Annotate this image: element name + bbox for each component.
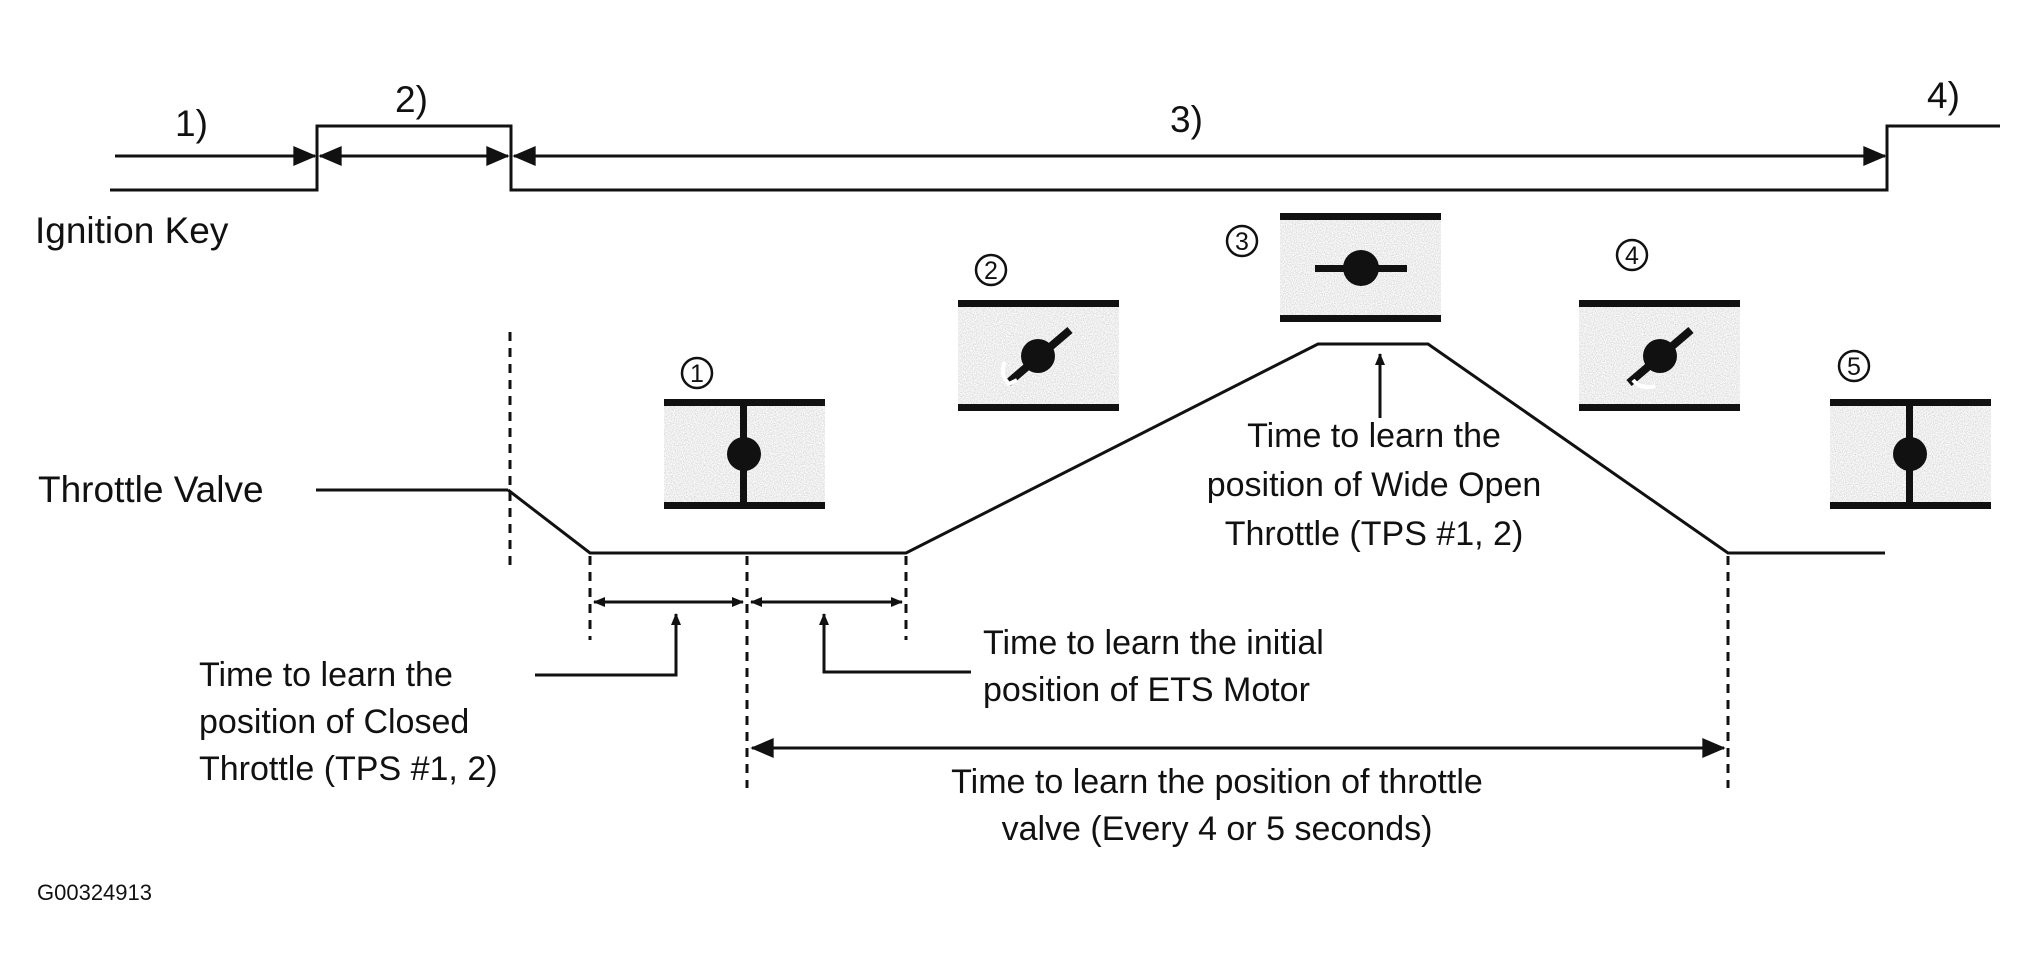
position-3-number: 3 [1235,228,1249,256]
closed-throttle-text-line-2: position of Closed [199,703,469,741]
throttle-valve-signal: Throttle Valve [38,332,1885,788]
throttle-valve-interval-text-line-2: valve (Every 4 or 5 seconds) [1002,810,1433,848]
position-1-number: 1 [690,360,704,388]
ignition-key-label: Ignition Key [35,210,229,251]
position-3-marker [1225,224,1259,258]
interval-arrows [535,353,1726,758]
ets-motor-text-line-2: position of ETS Motor [983,671,1310,709]
position-2-number: 2 [984,257,998,285]
throttle-waveform [507,342,1885,555]
position-5-marker [1837,349,1871,383]
throttle-closing-icon-4: 4 [1579,238,1740,411]
closed-throttle-text-line-1: Time to learn the [199,656,453,694]
position-5-number: 5 [1847,353,1861,381]
annotations: Time to learn the position of Closed Thr… [37,417,1541,905]
ets-motor-text-line-1: Time to learn the initial [983,624,1324,662]
ets-motor-pointer [819,613,971,674]
closed-throttle-pointer [535,613,681,677]
throttle-valve-label: Throttle Valve [38,469,264,510]
phase-2-label: 2) [395,79,428,120]
throttle-position-icons: 1 2 3 [664,213,1991,509]
position-4-marker [1615,238,1649,272]
phase-3-label: 3) [1170,99,1203,140]
position-1-marker [680,356,714,390]
wide-open-text-line-3: Throttle (TPS #1, 2) [1225,515,1524,553]
throttle-opening-icon-2: 2 [958,253,1119,411]
throttle-wide-open-icon-3: 3 [1225,213,1441,322]
throttle-closed-icon-5: 5 [1830,349,1991,509]
ignition-key-signal: 1) 2) 3) 4) Ignition Key [35,75,2000,251]
wide-open-text-line-1: Time to learn the [1247,417,1501,455]
phase-4-label: 4) [1927,75,1960,116]
position-4-number: 4 [1625,242,1639,270]
throttle-closed-icon-1: 1 [664,356,825,509]
throttle-valve-interval-text-line-1: Time to learn the position of throttle [951,763,1483,801]
wide-open-text-line-2: position of Wide Open [1207,466,1542,504]
position-2-marker [974,253,1008,287]
figure-id: G00324913 [37,880,152,905]
phase-1-label: 1) [175,103,208,144]
closed-throttle-text-line-3: Throttle (TPS #1, 2) [199,750,498,788]
ignition-waveform [110,124,2000,192]
